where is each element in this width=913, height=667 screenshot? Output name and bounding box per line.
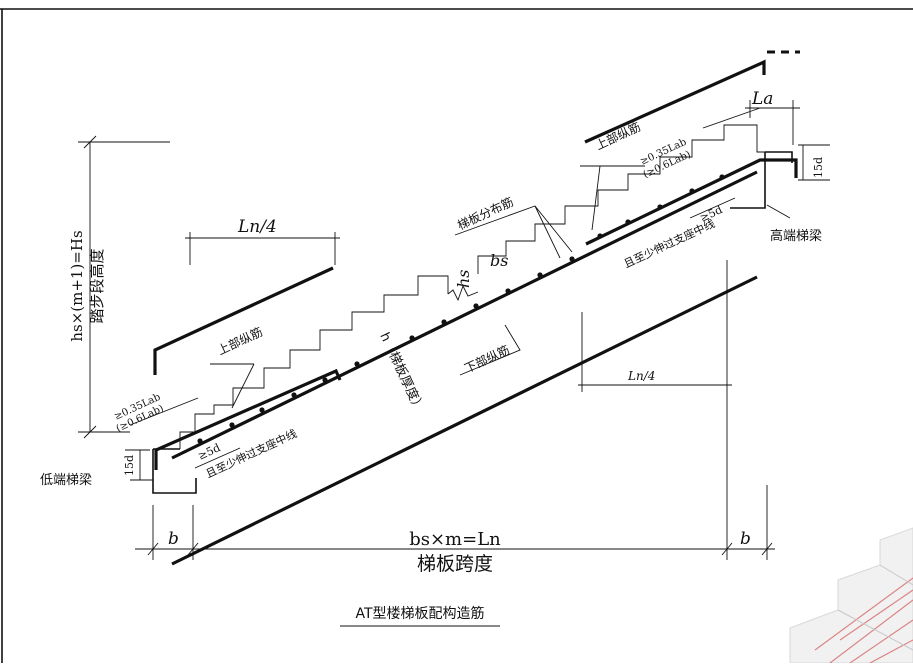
upper-rebar-left bbox=[154, 368, 342, 470]
label-span-formula: bs×m=Ln bbox=[409, 529, 501, 550]
rebar-dot bbox=[569, 256, 575, 262]
upper-left-band bbox=[153, 266, 334, 375]
rebar-dot bbox=[354, 361, 360, 367]
leader-high-beam bbox=[766, 204, 791, 219]
la-dimension bbox=[745, 100, 800, 145]
span-tick-2 bbox=[187, 542, 199, 556]
anchor-right-line bbox=[702, 107, 761, 129]
label-15d-left: 15d bbox=[123, 455, 136, 476]
label-height: 踏步段高度 bbox=[88, 248, 106, 323]
rebar-dot bbox=[657, 204, 663, 210]
rebar-dot bbox=[197, 438, 203, 444]
slab-bottom-line bbox=[171, 275, 758, 566]
label-b-left: b bbox=[168, 529, 179, 549]
rebar-dot bbox=[537, 272, 543, 278]
rebar-dot bbox=[625, 219, 631, 225]
label-slab-thickness: h（梯板厚度） bbox=[376, 330, 427, 415]
fifteen-d-left-dimension bbox=[125, 449, 150, 480]
label-15d-right: 15d bbox=[812, 157, 825, 178]
fifteen-d-right-dimension bbox=[798, 144, 830, 181]
lower-rebar-line bbox=[171, 170, 758, 460]
upper-right-band bbox=[584, 59, 766, 144]
height-tick-bottom bbox=[83, 425, 97, 439]
break-symbol bbox=[447, 284, 479, 302]
five-d-right-line bbox=[689, 197, 736, 219]
span-tick-4 bbox=[761, 542, 773, 556]
stair-3d-illustration bbox=[789, 527, 913, 664]
ln4-right-dimension bbox=[578, 312, 732, 392]
label-b-right: b bbox=[740, 529, 751, 549]
caption: AT型楼梯板配构造筋 bbox=[355, 605, 484, 622]
rebar-dot bbox=[291, 392, 297, 398]
rebar-dot bbox=[441, 319, 447, 325]
leader-lines bbox=[130, 165, 791, 481]
leader-distribution bbox=[454, 205, 573, 259]
label-hs: hs bbox=[454, 269, 473, 288]
label-five-d-right-note: 且至少伸过支座中线 bbox=[621, 216, 717, 271]
label-upper-rebar-left: 上部纵筋 bbox=[215, 324, 265, 358]
anchor-dims bbox=[129, 107, 761, 469]
height-tick-top bbox=[83, 135, 97, 149]
rebar-dot bbox=[505, 288, 511, 294]
rebar-dot bbox=[229, 422, 235, 428]
leader-lower bbox=[459, 324, 521, 376]
height-dimension bbox=[78, 135, 170, 439]
label-ln4-right: Ln/4 bbox=[627, 369, 655, 383]
stair-steps-profile bbox=[179, 124, 765, 449]
label-distribution-rebar: 梯板分布筋 bbox=[455, 194, 516, 233]
label-high-beam: 高端梯梁 bbox=[770, 228, 822, 244]
rebar-dot bbox=[689, 188, 695, 194]
label-bs: bs bbox=[490, 251, 508, 270]
rebar-dot bbox=[473, 303, 479, 309]
ln4-left-dimension bbox=[185, 232, 340, 265]
label-lower-rebar: 下部纵筋 bbox=[462, 342, 512, 376]
span-tick-1 bbox=[147, 542, 159, 556]
span-dimension bbox=[135, 260, 775, 560]
span-tick-3 bbox=[721, 542, 733, 556]
label-height-formula: hs×(m+1)=Hs bbox=[68, 230, 86, 341]
rebar-dot bbox=[259, 407, 265, 413]
leader-upper-left bbox=[210, 363, 255, 409]
rebar-dot bbox=[322, 377, 328, 383]
rebar-dots bbox=[197, 174, 725, 444]
rebar-dot bbox=[597, 233, 603, 239]
anchor-left-line bbox=[129, 397, 199, 426]
rebar-dot bbox=[719, 174, 725, 180]
label-la: La bbox=[751, 89, 773, 109]
five-d-left-line bbox=[194, 447, 241, 469]
label-low-beam: 低端梯梁 bbox=[40, 473, 92, 488]
leader-upper-right bbox=[580, 165, 645, 231]
label-span: 梯板跨度 bbox=[417, 553, 493, 575]
label-ln4-left: Ln/4 bbox=[237, 217, 277, 237]
label-upper-rebar-right: 上部纵筋 bbox=[593, 119, 643, 153]
rebar-dot bbox=[409, 335, 415, 341]
upper-rebar-right bbox=[585, 158, 798, 246]
